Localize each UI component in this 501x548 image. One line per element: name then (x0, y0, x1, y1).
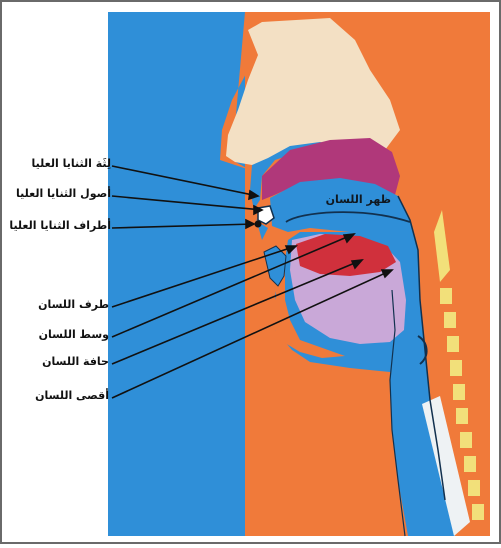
vertebra (453, 384, 465, 400)
vertebra (468, 480, 480, 496)
vertebra (440, 288, 452, 304)
vertebra (450, 360, 462, 376)
label-tongue-middle: وسط اللسان (39, 328, 109, 341)
vertebra (456, 408, 468, 424)
label-tongue-edge: حافة اللسان (42, 355, 109, 368)
label-tips-upper-incisors: أطراف الثنايا العليا (9, 219, 111, 232)
label-roots-upper-incisors: أصول الثنايا العليا (16, 187, 111, 200)
vertebra (472, 504, 484, 520)
label-tongue-tip: طرف اللسان (38, 298, 109, 311)
vertebra (464, 456, 476, 472)
vertebra (447, 336, 459, 352)
vertebra (444, 312, 456, 328)
label-tongue-back: أقصى اللسان (35, 389, 109, 402)
label-tongue-dorsum: ظهر اللسان (326, 193, 391, 206)
label-gums-upper-incisors: لِثَة الثنايا العليا (32, 157, 111, 170)
vertebra (460, 432, 472, 448)
